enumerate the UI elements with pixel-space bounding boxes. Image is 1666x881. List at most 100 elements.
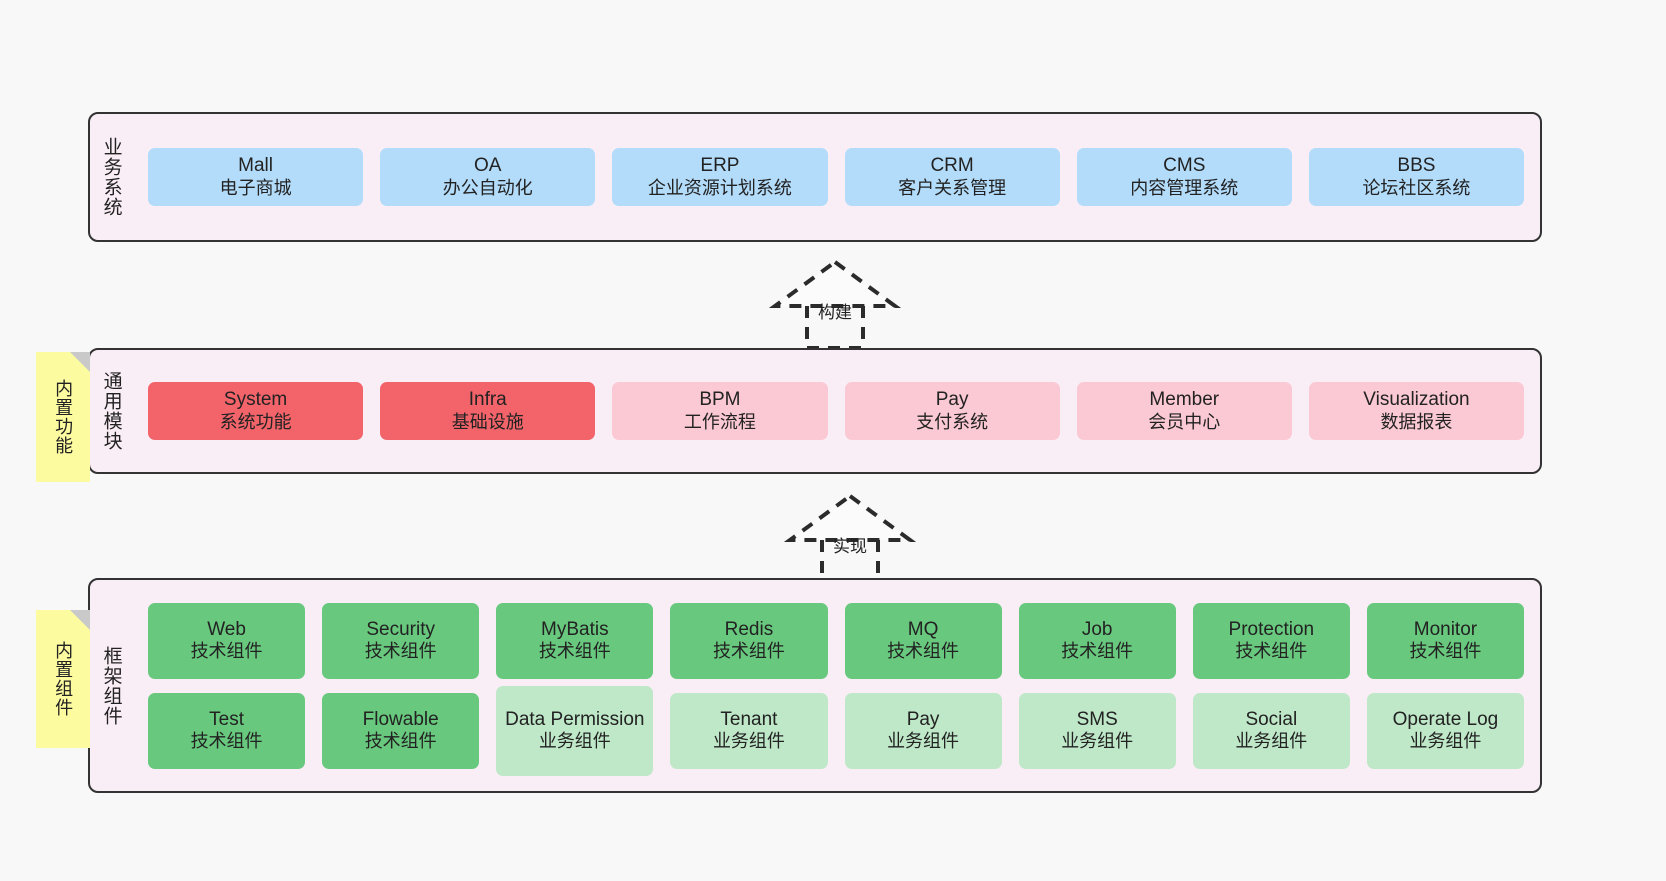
box-tenant[interactable]: Tenant 业务组件: [670, 692, 828, 769]
box-subtitle: 论坛社区系统: [1362, 177, 1471, 198]
box-security[interactable]: Security 技术组件: [322, 602, 480, 679]
box-subtitle: 业务组件: [712, 731, 785, 752]
box-title: Protection: [1228, 618, 1315, 640]
box-subtitle: 业务组件: [538, 731, 611, 752]
box-subtitle: 技术组件: [1235, 641, 1308, 662]
box-cms[interactable]: CMS 内容管理系统: [1076, 148, 1292, 206]
box-subtitle: 技术组件: [538, 641, 611, 662]
box-subtitle: 技术组件: [712, 641, 785, 662]
sticky-note-builtin-features: 内置功能: [36, 352, 90, 482]
box-row-technical: Web 技术组件 Security 技术组件 MyBatis 技术组件 Redi…: [148, 602, 1524, 679]
box-mall[interactable]: Mall 电子商城: [148, 148, 364, 206]
layer-title-framework-components: 框架组件: [90, 580, 132, 791]
box-subtitle: 内容管理系统: [1130, 177, 1239, 198]
box-subtitle: 技术组件: [190, 641, 263, 662]
box-subtitle: 技术组件: [190, 731, 263, 752]
box-infra[interactable]: Infra 基础设施: [380, 382, 596, 440]
box-subtitle: 客户关系管理: [898, 177, 1007, 198]
box-redis[interactable]: Redis 技术组件: [670, 602, 828, 679]
layer-title-common-modules: 通用模块: [90, 350, 132, 472]
box-operate-log[interactable]: Operate Log 业务组件: [1366, 692, 1524, 769]
box-social[interactable]: Social 业务组件: [1192, 692, 1350, 769]
box-title: Member: [1149, 389, 1220, 411]
box-member[interactable]: Member 会员中心: [1076, 382, 1292, 440]
box-subtitle: 业务组件: [1061, 731, 1134, 752]
box-crm[interactable]: CRM 客户关系管理: [844, 148, 1060, 206]
box-title: Flowable: [362, 708, 439, 730]
box-title: CMS: [1163, 155, 1206, 177]
box-pay[interactable]: Pay 支付系统: [844, 382, 1060, 440]
layer-business-systems: 业务系统 Mall 电子商城 OA 办公自动化 ERP 企业资源计划系统 CRM: [88, 112, 1542, 242]
box-row: Mall 电子商城 OA 办公自动化 ERP 企业资源计划系统 CRM 客户关系…: [148, 148, 1525, 206]
box-mybatis[interactable]: MyBatis 技术组件: [496, 602, 654, 679]
box-title: Security: [366, 618, 435, 640]
box-protection[interactable]: Protection 技术组件: [1192, 602, 1350, 679]
box-title: Test: [209, 708, 244, 730]
box-row-business: Test 技术组件 Flowable 技术组件 Data Permission …: [148, 685, 1524, 776]
box-title: CRM: [930, 155, 974, 177]
box-bbs[interactable]: BBS 论坛社区系统: [1308, 148, 1525, 206]
box-title: MQ: [907, 618, 939, 640]
box-system[interactable]: System 系统功能: [148, 382, 364, 440]
box-title: System: [223, 389, 288, 411]
box-flowable[interactable]: Flowable 技术组件: [322, 692, 480, 769]
layer-body-common-modules: System 系统功能 Infra 基础设施 BPM 工作流程 Pay 支付系统…: [132, 350, 1540, 472]
layer-title-text: 框架组件: [100, 645, 122, 726]
box-title: ERP: [700, 155, 740, 177]
box-subtitle: 技术组件: [364, 731, 437, 752]
box-test[interactable]: Test 技术组件: [148, 692, 306, 769]
box-title: SMS: [1076, 708, 1118, 730]
folded-corner-icon: [70, 352, 90, 372]
connector-build: 构建: [745, 258, 925, 358]
box-subtitle: 电子商城: [219, 177, 292, 198]
box-sms[interactable]: SMS 业务组件: [1018, 692, 1176, 769]
box-subtitle: 系统功能: [219, 411, 292, 432]
box-title: Tenant: [720, 708, 778, 730]
box-visualization[interactable]: Visualization 数据报表: [1308, 382, 1525, 440]
box-erp[interactable]: ERP 企业资源计划系统: [612, 148, 828, 206]
box-subtitle: 业务组件: [1235, 731, 1308, 752]
box-mq[interactable]: MQ 技术组件: [844, 602, 1002, 679]
layer-title-business-systems: 业务系统: [90, 114, 132, 240]
box-title: Social: [1245, 708, 1298, 730]
box-job[interactable]: Job 技术组件: [1018, 602, 1176, 679]
box-pay-component[interactable]: Pay 业务组件: [844, 692, 1002, 769]
box-data-permission[interactable]: Data Permission 业务组件: [496, 685, 654, 776]
box-title: Infra: [468, 389, 507, 411]
layer-title-text: 通用模块: [100, 371, 122, 451]
box-subtitle: 办公自动化: [442, 177, 533, 198]
sticky-note-text: 内置组件: [53, 641, 74, 717]
sticky-note-text: 内置功能: [53, 379, 74, 455]
folded-corner-icon: [70, 610, 90, 630]
box-title: Visualization: [1363, 389, 1470, 411]
box-subtitle: 技术组件: [364, 641, 437, 662]
box-title: Web: [207, 618, 246, 640]
box-subtitle: 会员中心: [1148, 411, 1221, 432]
box-title: Monitor: [1413, 618, 1478, 640]
box-monitor[interactable]: Monitor 技术组件: [1366, 602, 1524, 679]
box-subtitle: 技术组件: [1409, 641, 1482, 662]
box-row: System 系统功能 Infra 基础设施 BPM 工作流程 Pay 支付系统…: [148, 382, 1525, 440]
box-title: BBS: [1397, 155, 1436, 177]
box-title: Mall: [238, 155, 273, 177]
box-title: Pay: [906, 708, 940, 730]
box-subtitle: 业务组件: [1409, 731, 1482, 752]
box-subtitle: 基础设施: [451, 411, 524, 432]
box-subtitle: 工作流程: [683, 411, 756, 432]
layer-body-business-systems: Mall 电子商城 OA 办公自动化 ERP 企业资源计划系统 CRM 客户关系…: [132, 114, 1540, 240]
box-subtitle: 技术组件: [1061, 641, 1134, 662]
box-title: BPM: [699, 389, 741, 411]
box-subtitle: 业务组件: [887, 731, 960, 752]
connector-label-build: 构建: [818, 303, 852, 322]
box-title: Data Permission: [505, 708, 645, 730]
box-web[interactable]: Web 技术组件: [148, 602, 306, 679]
box-oa[interactable]: OA 办公自动化: [380, 148, 596, 206]
connector-label-implement: 实现: [833, 537, 867, 556]
box-title: MyBatis: [541, 618, 609, 640]
layer-framework-components: 框架组件 Web 技术组件 Security 技术组件 MyBatis 技术组件…: [88, 578, 1542, 793]
sticky-note-builtin-components: 内置组件: [36, 610, 90, 748]
box-subtitle: 企业资源计划系统: [647, 177, 792, 198]
box-bpm[interactable]: BPM 工作流程: [612, 382, 828, 440]
box-title: Job: [1081, 618, 1113, 640]
